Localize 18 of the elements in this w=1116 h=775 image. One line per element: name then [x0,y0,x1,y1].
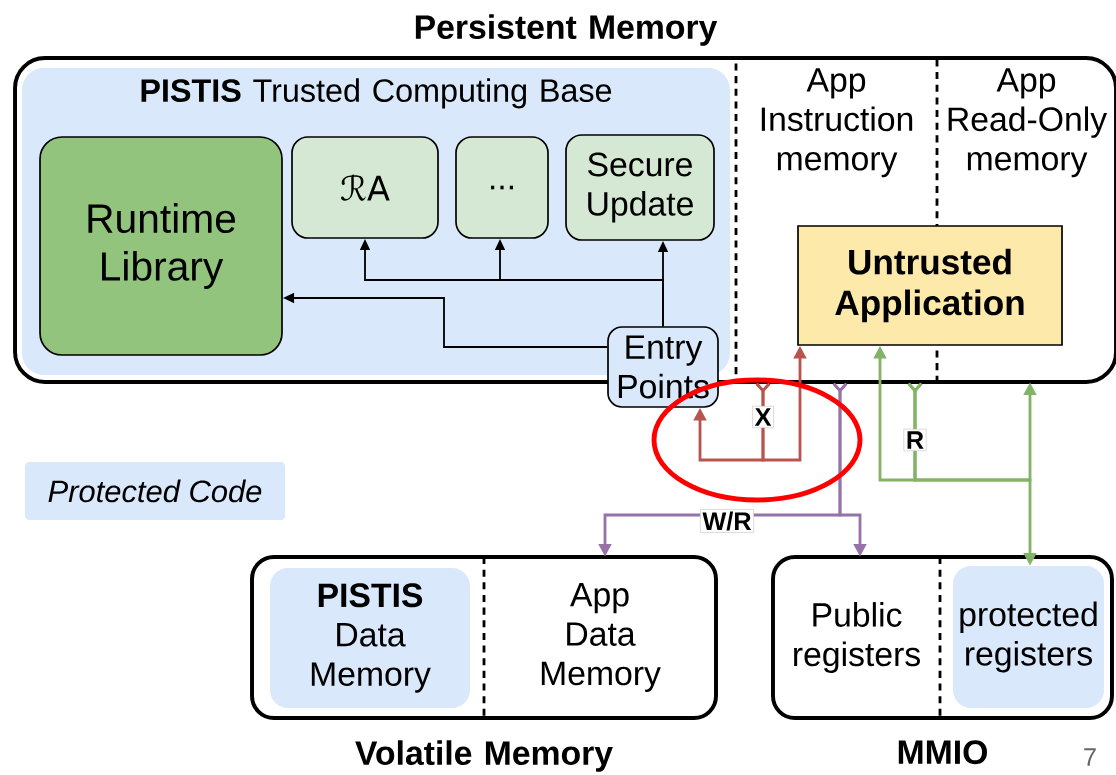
page-number: 7 [1084,748,1096,766]
node-label: MMIO [898,740,987,765]
node-label: Persistent Memory [415,14,718,46]
module-box: ... [455,136,549,239]
data-memory-box: PISTIS Data Memory [270,568,470,708]
module-box: ℛA [291,136,439,239]
edge-label: X [752,405,774,429]
application-box: Untrusted Application [797,225,1063,346]
register-block: protected registers [953,566,1104,708]
edge-label: R [903,428,927,452]
entry-box: Entry Points [607,326,719,408]
module-box: Secure Update [565,134,715,241]
library-box: Runtime Library [39,136,283,356]
legend-item: Protected Code [25,462,285,520]
node-label: Volatile Memory [355,740,613,772]
register-region: Public registers [794,602,920,673]
edge-label: W/R [700,509,754,533]
memory-region: App Data Memory [541,583,661,692]
